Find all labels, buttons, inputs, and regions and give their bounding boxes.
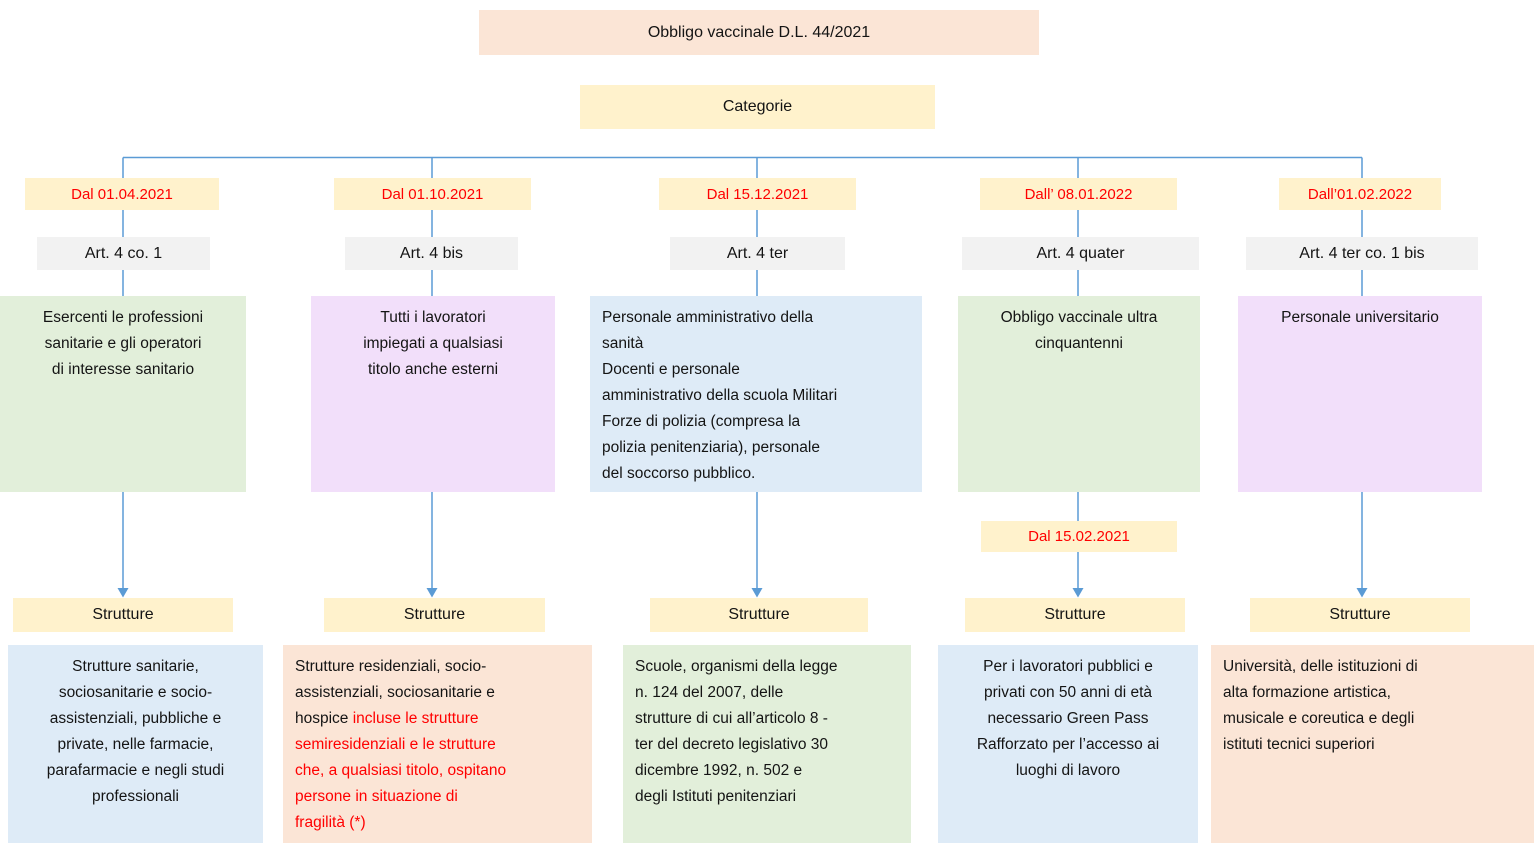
column-4-extra-date-badge: Dal 15.02.2021 [981, 521, 1177, 552]
column-3-date-badge: Dal 15.12.2021 [659, 178, 856, 210]
column-1-article-label: Art. 4 co. 1 [37, 237, 210, 270]
column-5-structures-text-segment: Università, delle istituzioni di alta fo… [1223, 658, 1418, 753]
column-1-structures-text-segment: Strutture sanitarie, sociosanitarie e so… [46, 658, 225, 805]
categories-label: Categorie [580, 85, 935, 129]
column-3-structures-box: Scuole, organismi della legge n. 124 del… [623, 645, 911, 843]
column-2-date-badge: Dal 01.10.2021 [334, 178, 531, 210]
column-4-article-label: Art. 4 quater [962, 237, 1199, 270]
column-1-date-badge: Dal 01.04.2021 [25, 178, 219, 210]
column-4-category-box: Obbligo vaccinale ultra cinquantenni [958, 296, 1200, 492]
column-5-structures-box: Università, delle istituzioni di alta fo… [1211, 645, 1534, 843]
column-2-category-box: Tutti i lavoratori impiegati a qualsiasi… [311, 296, 555, 492]
column-3-article-label: Art. 4 ter [670, 237, 845, 270]
column-5-date-badge: Dall’01.02.2022 [1279, 178, 1441, 210]
column-5-article-label: Art. 4 ter co. 1 bis [1246, 237, 1478, 270]
column-2-structures-box: Strutture residenziali, socio- assistenz… [283, 645, 592, 843]
column-5-category-box: Personale universitario [1238, 296, 1482, 492]
column-2-structures-text-segment: Strutture residenziali, socio- assistenz… [295, 658, 495, 727]
column-2-article-label: Art. 4 bis [345, 237, 518, 270]
column-4-structures-box: Per i lavoratori pubblici e privati con … [938, 645, 1198, 843]
column-4-structures-text-segment: Per i lavoratori pubblici e privati con … [976, 658, 1160, 779]
column-3-structures-label: Strutture [650, 598, 868, 632]
column-2-structures-label: Strutture [324, 598, 545, 632]
column-1-structures-box: Strutture sanitarie, sociosanitarie e so… [8, 645, 263, 843]
column-4-structures-label: Strutture [965, 598, 1185, 632]
diagram-title: Obbligo vaccinale D.L. 44/2021 [479, 10, 1039, 55]
column-5-structures-label: Strutture [1250, 598, 1470, 632]
column-4-date-badge: Dall’ 08.01.2022 [980, 178, 1177, 210]
column-1-category-box: Esercenti le professioni sanitarie e gli… [0, 296, 246, 492]
column-3-category-box: Personale amministrativo della sanità Do… [590, 296, 922, 492]
column-1-structures-label: Strutture [13, 598, 233, 632]
column-2-structures-text-segment: incluse le strutture semiresidenziali e … [295, 710, 507, 831]
column-3-structures-text-segment: Scuole, organismi della legge n. 124 del… [635, 658, 838, 805]
